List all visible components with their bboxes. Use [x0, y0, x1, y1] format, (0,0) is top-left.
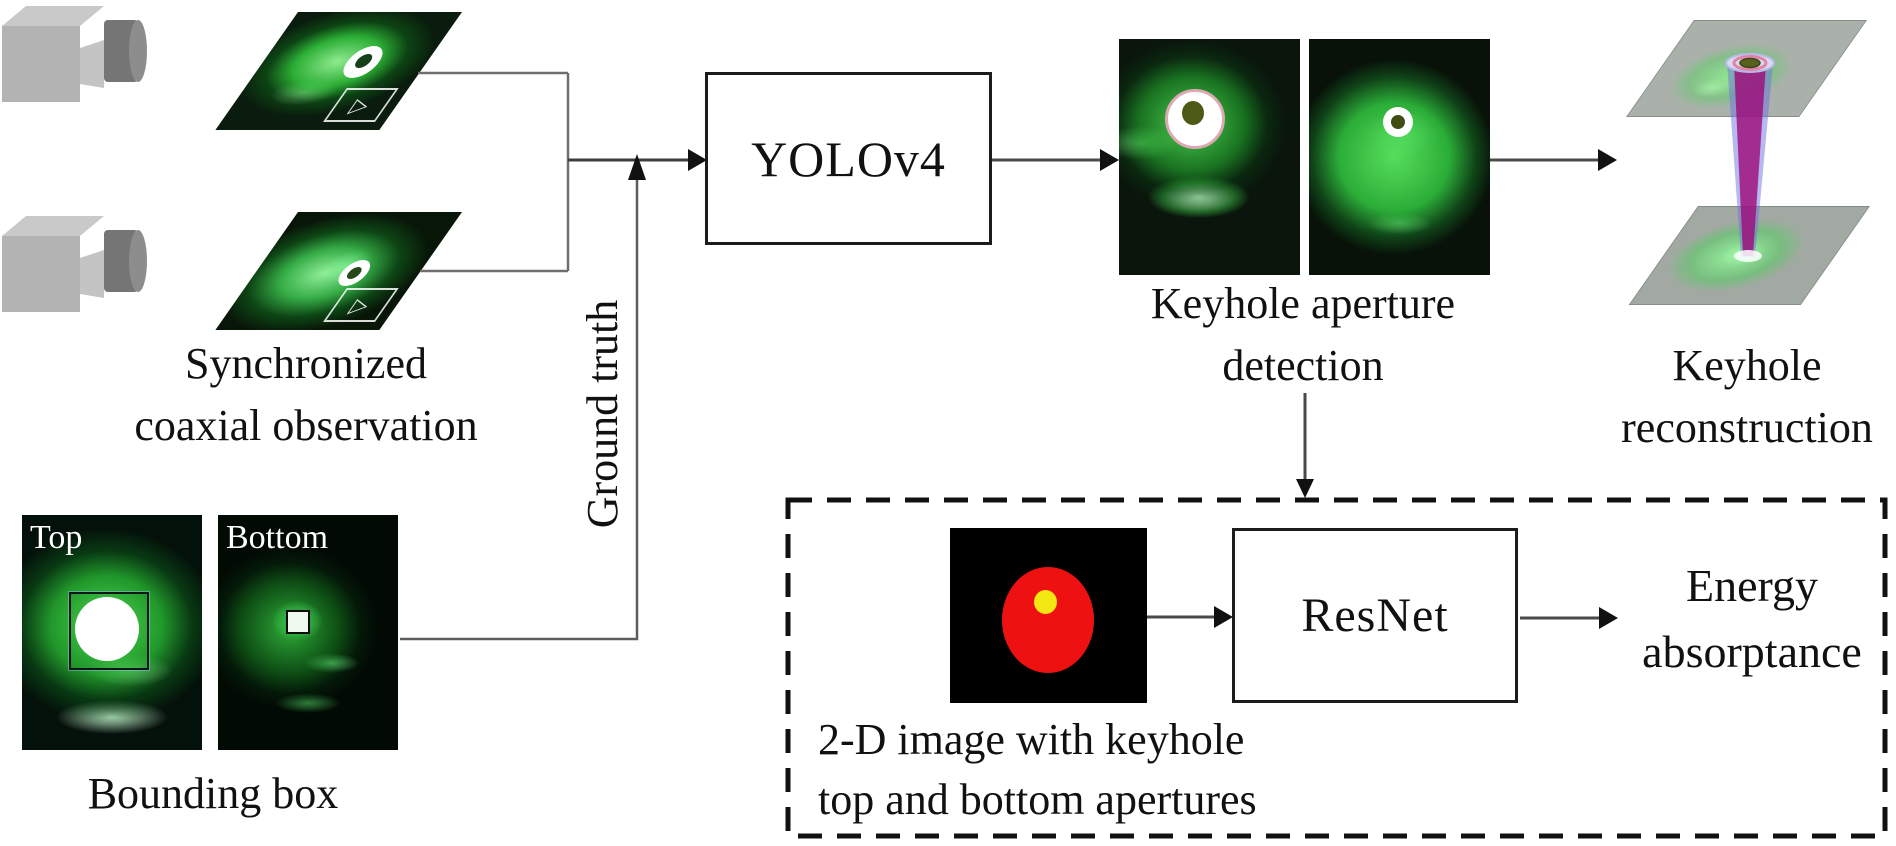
reconstruction-caption: Keyhole reconstruction [1567, 335, 1896, 459]
synchronized-caption: Synchronized coaxial observation [106, 333, 506, 457]
twod-caption-line2: top and bottom apertures [818, 775, 1257, 824]
keyhole-spot [75, 597, 139, 661]
arrow-detection-to-reconstruction [1490, 149, 1617, 171]
aperture-caption-line1: Keyhole aperture [1150, 279, 1456, 328]
camera-icon [2, 6, 147, 102]
twod-image-caption: 2-D image with keyhole top and bottom ap… [818, 710, 1298, 830]
energy-caption-line1: Energy [1685, 560, 1818, 611]
arrow-yolov4-to-detection [992, 149, 1119, 171]
arrow-image-to-resnet [1147, 606, 1233, 628]
synchronized-caption-line1: Synchronized [185, 339, 427, 388]
arrow-resnet-to-energy [1520, 607, 1618, 629]
reconstruction-caption-line1: Keyhole [1672, 341, 1822, 390]
image-tag-bottom: Bottom [226, 519, 329, 556]
aperture-detection-caption: Keyhole aperture detection [1103, 273, 1503, 397]
segmented-2d-image [950, 528, 1147, 703]
detected-aperture-circle [1165, 89, 1225, 149]
yolov4-label: YOLOv4 [751, 130, 946, 187]
aperture-caption-line2: detection [1222, 341, 1384, 390]
energy-caption-line2: absorptance [1642, 626, 1862, 677]
reconstruction-caption-line2: reconstruction [1621, 403, 1873, 452]
aperture-detection-image-bottom [1309, 39, 1490, 275]
bounding-box-rect-small [286, 610, 310, 634]
keyhole-cone [1725, 53, 1775, 262]
bounding-box-image-top: Top [22, 515, 202, 750]
bounding-box-image-bottom: Bottom [218, 515, 398, 750]
ground-truth-label: Ground truth [578, 299, 627, 529]
arrow-detection-to-resnet-branch [1296, 393, 1314, 498]
resnet-dashed-box [785, 497, 1888, 839]
bottom-aperture-ellipse [1034, 590, 1057, 614]
camera-icon [2, 216, 147, 312]
resnet-box: ResNet [1232, 528, 1518, 703]
synchronized-caption-line2: coaxial observation [134, 401, 478, 450]
bracket-connector [418, 71, 570, 273]
aperture-detection-image-top [1119, 39, 1300, 275]
aperture-center [1182, 101, 1204, 125]
keyhole-center [1391, 115, 1405, 129]
top-aperture-ellipse [1002, 567, 1094, 673]
energy-absorptance-caption: Energy absorptance [1572, 553, 1896, 685]
yolov4-box: YOLOv4 [705, 72, 992, 245]
twod-caption-line1: 2-D image with keyhole [818, 715, 1245, 764]
bounding-box-rect [69, 592, 149, 670]
arrow-to-yolov4 [568, 149, 707, 171]
image-tag-top: Top [30, 519, 83, 556]
resnet-label: ResNet [1301, 589, 1449, 642]
arrow-ground-truth [400, 154, 646, 641]
bounding-box-caption: Bounding box [87, 769, 339, 818]
